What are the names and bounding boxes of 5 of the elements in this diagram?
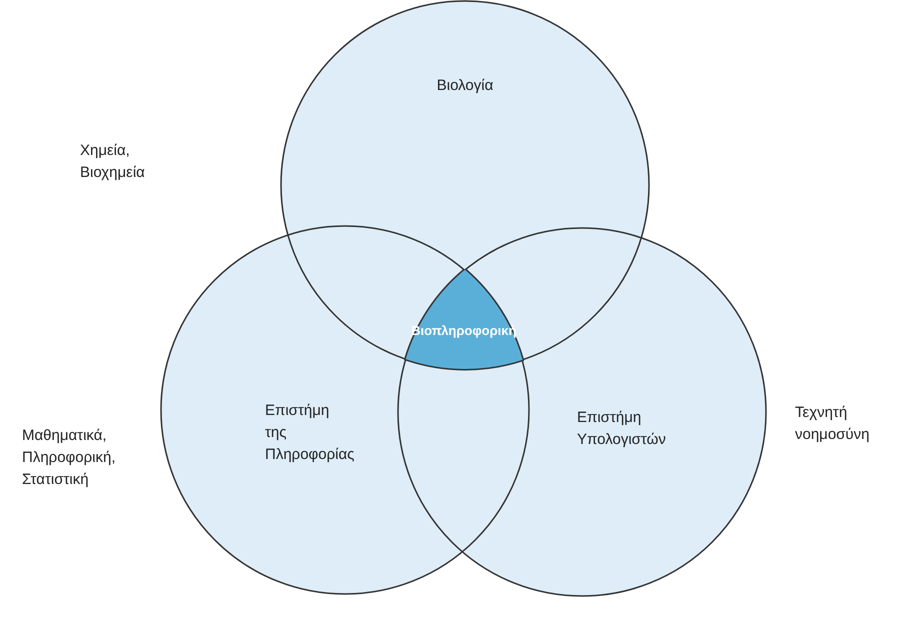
circle-label: Βιολογία [436,76,494,96]
field-label: Χημεία, Βιοχημεία [80,141,146,183]
circle-label: Επιστήμη Υπολογιστών [577,408,667,450]
field-label: Τεχνητή νοημοσύνη [795,403,870,445]
field-label: Μαθηματικά, Πληροφορική, Στατιστική [22,426,116,490]
